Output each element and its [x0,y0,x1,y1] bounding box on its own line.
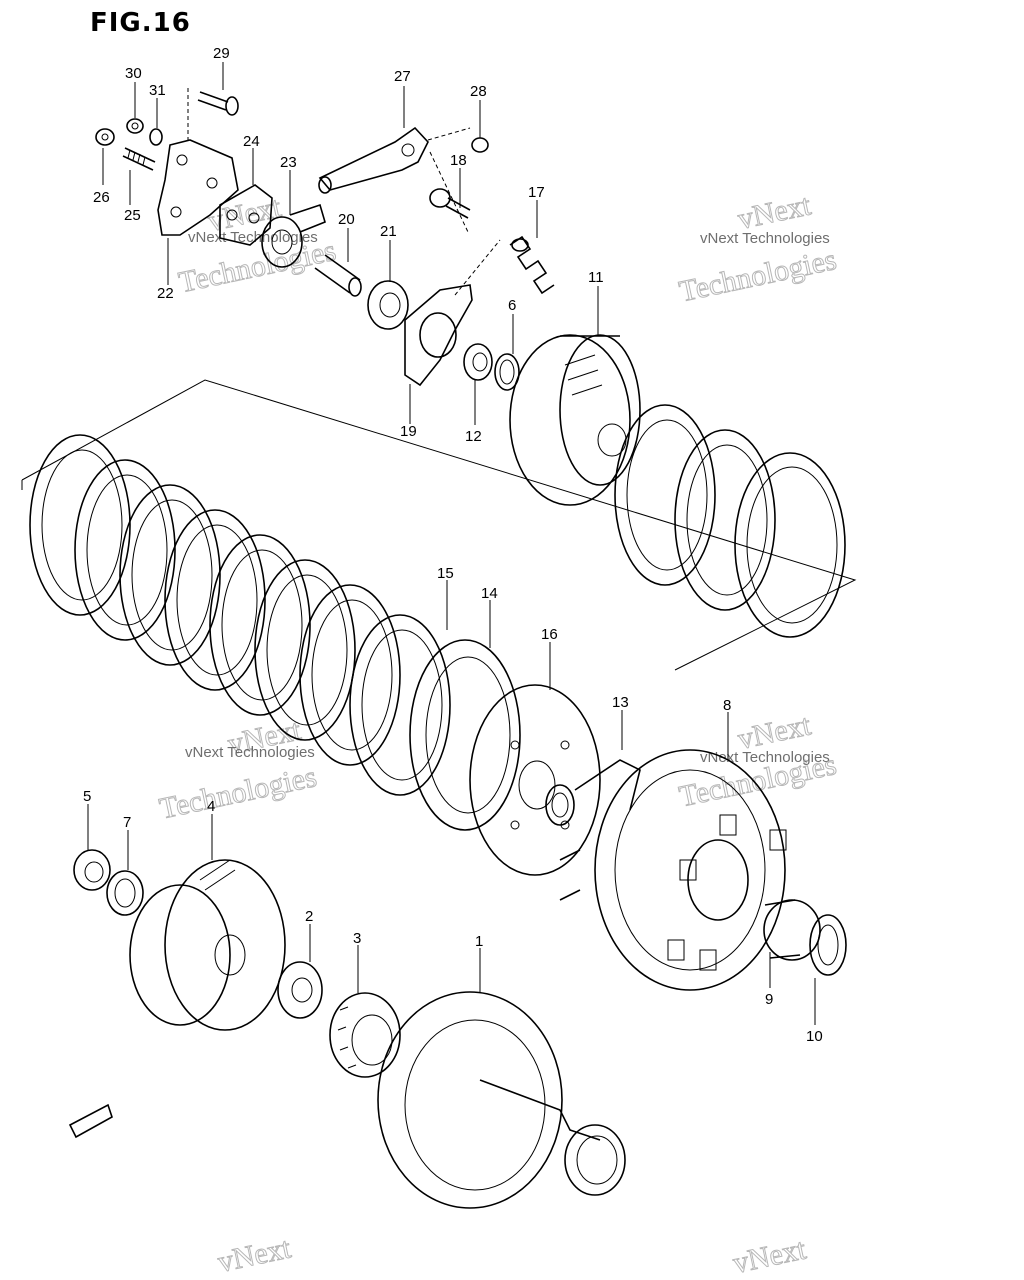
label-1: 1 [475,933,483,950]
label-28: 28 [470,83,487,100]
watermark-mid-right: vNext vNext Technologies Technologies [676,708,840,814]
part-25-stud [122,147,156,171]
label-11: 11 [588,269,604,286]
part-4-gear-assembly [129,859,286,1031]
svg-text:vNext: vNext [730,1232,809,1280]
part-18-bolt [429,188,471,219]
part-11-sleeve-hub [509,334,641,506]
label-7: 7 [123,814,131,831]
label-6: 6 [508,297,516,314]
part-10-washer [809,914,847,976]
part-1-primary-drive-gear [377,991,626,1209]
part-16-pressure-plate [469,684,601,876]
svg-text:vNext: vNext [735,188,814,236]
svg-text:Technologies: Technologies [676,243,839,308]
label-19: 19 [400,423,417,440]
label-9: 9 [765,991,773,1008]
part-19-release-plate [404,239,501,387]
label-14: 14 [481,585,498,602]
part-20-rod [314,254,362,297]
forward-direction-marker: FWD [68,1103,113,1139]
label-18: 18 [450,152,467,169]
part-27-lever [318,126,471,233]
part-8-clutch-housing [559,749,787,991]
watermark-top-right: vNext vNext Technologies Technologies [676,188,840,309]
label-13: 13 [612,694,629,711]
label-31: 31 [149,82,166,99]
label-29: 29 [213,45,230,62]
label-27: 27 [394,68,411,85]
label-3: 3 [353,930,361,947]
part-5-bearing [73,849,111,891]
label-21: 21 [380,223,397,240]
label-4: 4 [207,798,215,815]
label-2: 2 [305,908,313,925]
part-23-cam [261,203,326,268]
watermark-bottom: vNext vNext [215,1231,810,1280]
part-28-screw [471,137,489,153]
part-21-bearing [367,280,409,330]
label-24: 24 [243,133,260,150]
part-9-spacer [763,899,821,961]
label-12: 12 [465,428,482,445]
part-6-washer [494,353,520,391]
label-10: 10 [806,1028,823,1045]
label-15: 15 [437,565,454,582]
part-15-plate [349,614,451,796]
label-16: 16 [541,626,558,643]
part-30-nut [126,118,144,134]
part-number-labels: 29 30 31 26 25 22 24 23 27 28 18 20 21 1… [83,45,823,1045]
part-31-washer [149,128,163,146]
figure-title: FIG.16 [90,8,191,38]
label-17: 17 [528,184,545,201]
part-2-bushing [277,961,323,1019]
label-22: 22 [157,285,174,302]
part-26-nut [95,128,115,146]
svg-text:FWD: FWD [81,1112,102,1129]
label-26: 26 [93,189,110,206]
svg-text:Technologies: Technologies [157,760,320,825]
svg-text:vNext: vNext [215,1231,294,1279]
leader-lines [87,62,816,1025]
label-5: 5 [83,788,91,805]
part-12-bearing [463,343,493,381]
watermark-mid-left: vNext vNext Technologies Technologies [156,713,320,826]
part-3-needle-bearing [329,992,401,1078]
part-22-plate [157,88,239,236]
label-25: 25 [124,207,141,224]
svg-text:vNext Technologies: vNext Technologies [185,744,315,761]
plate-stack-frame [21,379,857,671]
label-23: 23 [280,154,297,171]
part-29-bolt [197,91,239,116]
svg-text:vNext Technologies: vNext Technologies [700,230,830,247]
label-30: 30 [125,65,142,82]
part-14-plate [409,639,521,831]
plate-stack [29,404,846,766]
part-24-plate [219,184,273,246]
part-17-spring [509,235,555,295]
label-20: 20 [338,211,355,228]
part-7-washer [106,870,144,916]
part-13-washer [545,784,575,826]
label-8: 8 [723,697,731,714]
